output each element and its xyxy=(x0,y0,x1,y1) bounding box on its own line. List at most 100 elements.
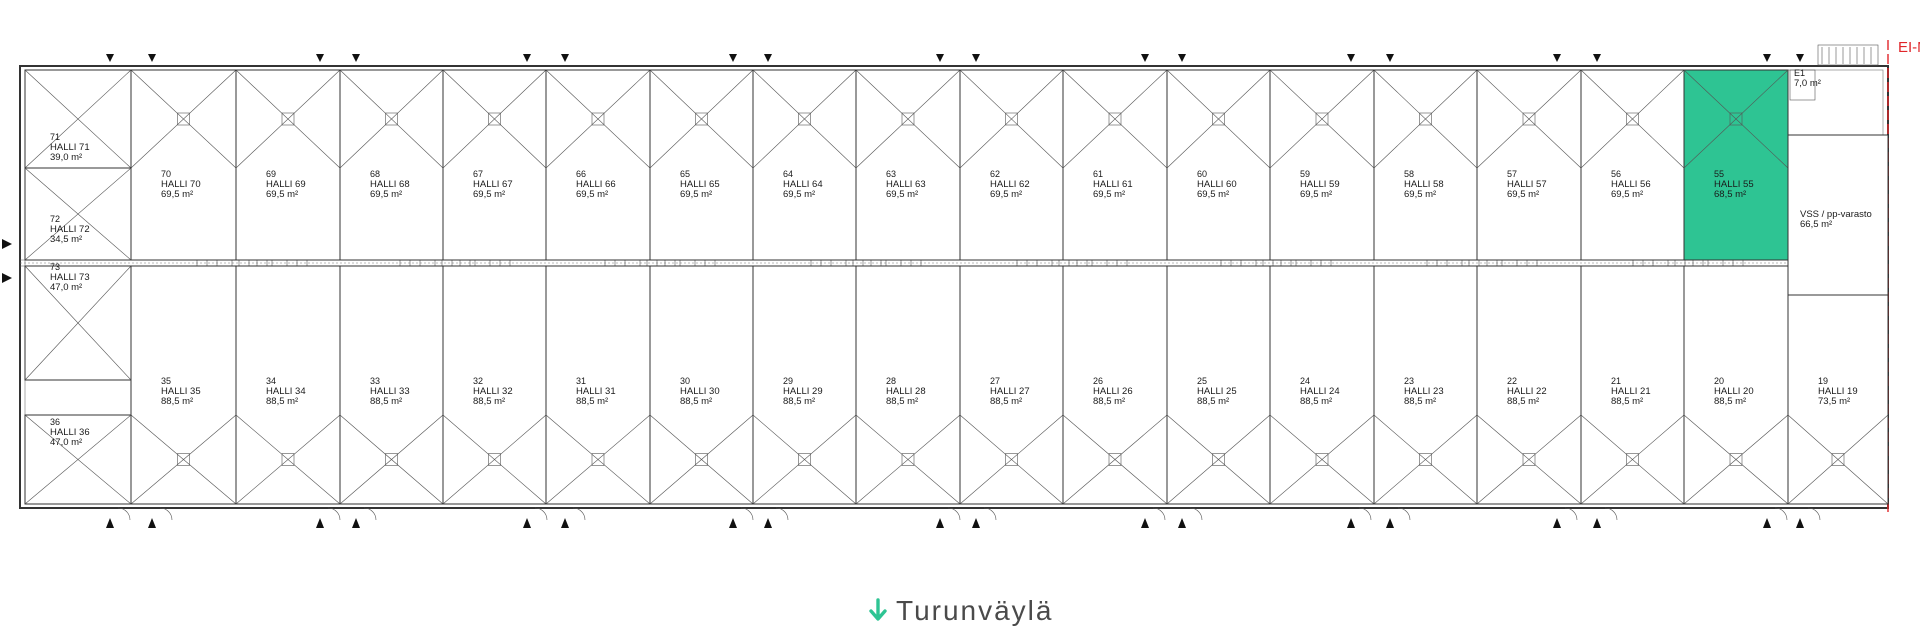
bay-diagonal xyxy=(1476,414,1582,505)
door-swing xyxy=(1807,507,1821,521)
unit-name: HALLI 24 xyxy=(1300,386,1340,397)
room-area xyxy=(1787,134,1889,296)
unit-area xyxy=(235,265,341,505)
room-name: VSS / pp-varasto xyxy=(1800,209,1872,220)
door-arrow-top xyxy=(1178,54,1186,62)
unit-name: HALLI 61 xyxy=(1093,179,1133,190)
door-arrow-bottom xyxy=(1593,518,1601,528)
unit-area xyxy=(1787,265,1889,505)
room-number: E1 xyxy=(1794,68,1805,78)
door-arrow-top xyxy=(316,54,324,62)
door-arrow-top xyxy=(764,54,772,62)
door-arrow-top xyxy=(1553,54,1561,62)
corner-label: EI-M xyxy=(1898,39,1920,56)
unit-name: HALLI 19 xyxy=(1818,386,1858,397)
unit-name: HALLI 72 xyxy=(50,224,90,235)
room-area-text: 7,0 m² xyxy=(1794,78,1821,89)
ceiling-fixture xyxy=(281,112,295,126)
unit-area-text: 88,5 m² xyxy=(161,396,193,407)
unit-number: 72 xyxy=(50,214,60,224)
unit-area xyxy=(1062,69,1168,261)
unit-name: HALLI 70 xyxy=(161,179,201,190)
bay-diagonal xyxy=(1062,414,1168,505)
ceiling-fixture xyxy=(488,112,501,126)
bay-diagonal xyxy=(442,69,547,169)
door-arrow-top xyxy=(1347,54,1355,62)
unit-number: 65 xyxy=(680,169,690,179)
bay-diagonal xyxy=(1787,414,1889,505)
door-arrow-bottom xyxy=(972,518,980,528)
ceiling-fixture xyxy=(1626,112,1639,126)
door-arrow-top xyxy=(1593,54,1601,62)
unit-number: 34 xyxy=(266,376,276,386)
unit-area xyxy=(959,69,1064,261)
unit-area xyxy=(1373,265,1478,505)
door-arrow-bottom xyxy=(316,518,324,528)
door-arrow-bottom xyxy=(936,518,944,528)
door-arrow-top xyxy=(352,54,360,62)
unit-area-text: 69,5 m² xyxy=(1404,189,1436,200)
unit-name: HALLI 62 xyxy=(990,179,1030,190)
unit-name: HALLI 33 xyxy=(370,386,410,397)
unit-name: HALLI 59 xyxy=(1300,179,1340,190)
bay-diagonal xyxy=(24,414,132,505)
door-arrow-top xyxy=(561,54,569,62)
unit-area xyxy=(442,69,547,261)
door-arrow-bottom xyxy=(1553,518,1561,528)
bay-diagonal xyxy=(649,69,754,169)
bay-diagonal xyxy=(24,69,132,169)
room-area-text: 66,5 m² xyxy=(1800,219,1832,230)
unit-name: HALLI 64 xyxy=(783,179,823,190)
unit-number: 71 xyxy=(50,132,60,142)
door-arrow-bottom xyxy=(1178,518,1186,528)
unit-number: 70 xyxy=(161,169,171,179)
unit-name: HALLI 28 xyxy=(886,386,926,397)
unit-area-text: 69,5 m² xyxy=(680,189,712,200)
unit-area-text: 47,0 m² xyxy=(50,282,82,293)
unit-area xyxy=(1580,265,1685,505)
bay-diagonal xyxy=(752,414,857,505)
unit-area-text: 88,5 m² xyxy=(783,396,815,407)
door-arrow-bottom xyxy=(352,518,360,528)
ceiling-fixture xyxy=(385,453,398,466)
bay-diagonal xyxy=(649,414,754,505)
